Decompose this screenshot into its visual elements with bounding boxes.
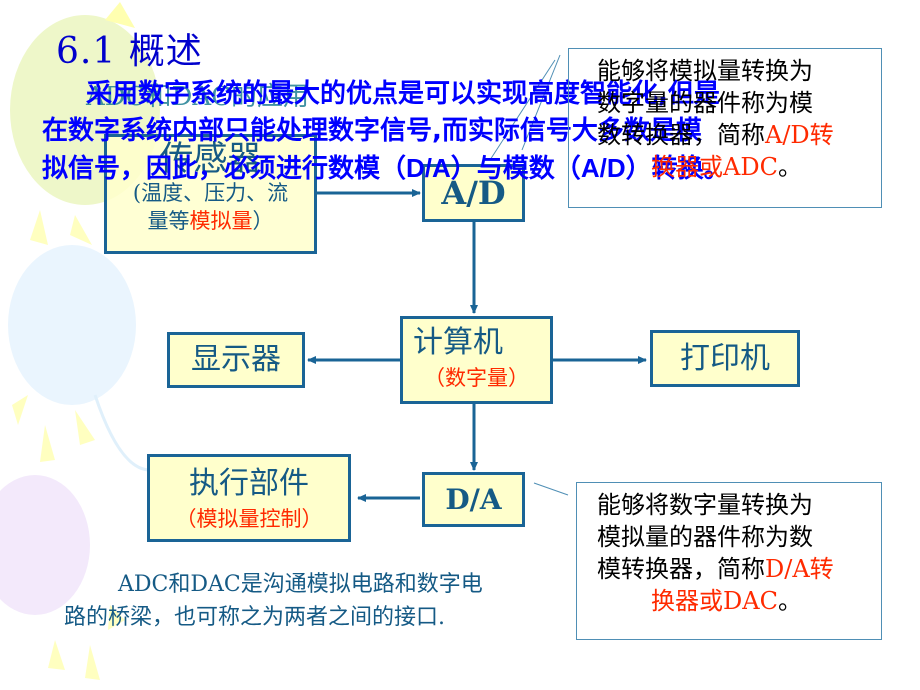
adc-note-line4: 换器或ADC。 [583, 151, 867, 183]
adc-note-line4-red: 换器或ADC [651, 153, 778, 181]
ad-converter-block: A/D [422, 164, 525, 222]
printer-block: 打印机 [650, 330, 800, 387]
intro-paragraph: 采用数字系统的最大的优点是可以实现高度智能化,但是 在数字系统内部只能处理数字信… [42, 76, 872, 188]
dac-note-line4-red: 换器或DAC [651, 587, 778, 615]
para-line3b: ）与模数（ [450, 154, 581, 184]
dac-note-line3a: 模转换器，简称 [597, 555, 765, 583]
adc-note-line2: 数字量的器件称为模 [597, 89, 813, 117]
slide-title: 6.1 概述 [56, 31, 203, 72]
purple-balloon-icon [0, 475, 125, 680]
adc-note-line3a: 数转换器，简称 [597, 121, 765, 149]
ad-label: A/D [441, 174, 506, 212]
sensor-block: 传感器 (温度、压力、流 量等模拟量） [104, 134, 317, 254]
para-line2: 在数字系统内部只能处理数字信号,而实际信号大多数是模 [42, 116, 702, 146]
da-converter-block: D/A [422, 472, 525, 527]
display-label: 显示器 [191, 342, 281, 377]
callout-line-dac [533, 482, 569, 496]
callout-line-adc-2 [489, 59, 556, 161]
adc-note-line4-end: 。 [777, 153, 802, 181]
adc-note-line3-red: A/D转 [765, 121, 834, 149]
printer-label: 打印机 [680, 341, 770, 376]
sensor-sub-red: 模拟量 [189, 209, 253, 233]
para-line3c: ）转换。 [625, 154, 730, 184]
actuator-subtitle: （模拟量控制） [175, 507, 323, 531]
sensor-sub-b: 量等 [147, 209, 190, 233]
sensor-subtitle: (温度、压力、流 量等模拟量） [107, 179, 314, 235]
bottom-line2: 路的桥梁，也可称之为两者之间的接口. [64, 605, 445, 630]
para-line3a: 拟信号，因此，必须进行数模（ [42, 154, 407, 184]
actuator-block: 执行部件 （模拟量控制） [147, 454, 351, 542]
dac-note-line3: 模转换器，简称D/A转 [591, 553, 867, 585]
dac-note-line2: 模拟量的器件称为数 [597, 523, 813, 551]
sensor-sub-a: (温度、压力、流 [132, 181, 289, 205]
dac-note-line3-red: D/A转 [765, 555, 834, 583]
para-ad: A/D [580, 153, 626, 183]
display-block: 显示器 [167, 332, 305, 388]
para-da: D/A [406, 153, 451, 183]
blue-balloon-icon [8, 245, 151, 472]
computer-title: 计算机 [413, 325, 503, 360]
sensor-sub-c: ） [252, 209, 274, 233]
dac-note-line4: 换器或DAC。 [591, 585, 867, 617]
adc-note-line1: 能够将模拟量转换为 [597, 57, 813, 85]
adc-note-line3: 数转换器，简称A/D转 [583, 119, 867, 151]
actuator-title: 执行部件 [189, 466, 309, 501]
computer-subtitle: （数字量） [424, 366, 529, 390]
sensor-title: 传感器 [159, 139, 262, 179]
bridge-summary-text: ADC和DAC是沟通模拟电路和数字电 路的桥梁，也可称之为两者之间的接口. [64, 568, 564, 634]
dac-definition-note: 能够将数字量转换为 模拟量的器件称为数 模转换器，简称D/A转 换器或DAC。 [576, 482, 882, 640]
dac-note-line1: 能够将数字量转换为 [597, 491, 813, 519]
para-line1: 采用数字系统的最大的优点是可以实现高度智能化,但是 [86, 79, 720, 109]
bottom-line1: ADC和DAC是沟通模拟电路和数字电 [118, 572, 483, 597]
da-label: D/A [445, 483, 502, 516]
callout-line-adc [521, 54, 561, 151]
adc-definition-note: 能够将模拟量转换为 数字量的器件称为模 数转换器，简称A/D转 换器或ADC。 [568, 48, 882, 208]
ghost-heading: ADC和DAC的应用 [86, 82, 310, 112]
dac-note-line4-end: 。 [777, 587, 802, 615]
computer-block: 计算机 （数字量） [400, 316, 553, 404]
